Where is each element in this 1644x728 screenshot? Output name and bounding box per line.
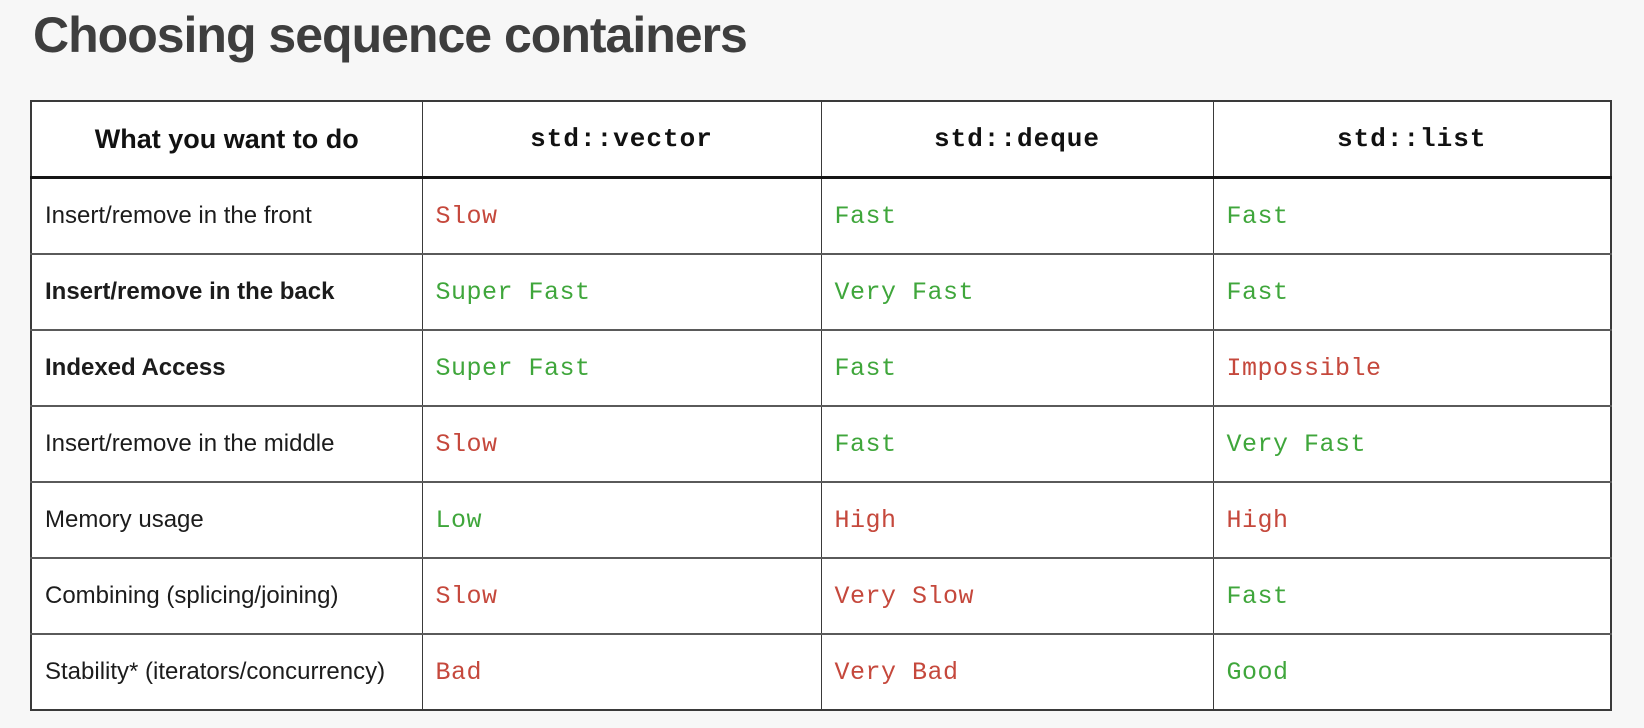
row-label: Insert/remove in the back xyxy=(31,253,422,330)
comparison-table: What you want to do std::vector std::deq… xyxy=(30,100,1612,711)
column-header-task: What you want to do xyxy=(31,101,422,179)
rating-cell: Bad xyxy=(421,633,821,710)
rating-cell: Low xyxy=(421,481,821,558)
row-label: Stability* (iterators/concurrency) xyxy=(31,633,422,710)
rating-cell: Super Fast xyxy=(421,253,821,330)
rating-cell: Very Slow xyxy=(820,557,1213,634)
row-label: Insert/remove in the middle xyxy=(31,405,422,482)
page-title: Choosing sequence containers xyxy=(33,7,748,63)
rating-cell: Slow xyxy=(421,557,821,634)
rating-cell: High xyxy=(820,481,1213,558)
rating-cell: Impossible xyxy=(1212,329,1611,406)
rating-cell: Fast xyxy=(820,329,1213,406)
container-comparison-table: What you want to do std::vector std::deq… xyxy=(30,100,1612,711)
rating-cell: Very Fast xyxy=(1212,405,1611,482)
rating-cell: Fast xyxy=(820,177,1213,254)
row-label: Insert/remove in the front xyxy=(31,177,422,254)
column-header-list: std::list xyxy=(1212,101,1611,179)
row-label: Memory usage xyxy=(31,481,422,558)
table-header: What you want to do std::vector std::deq… xyxy=(31,101,1611,179)
rating-cell: High xyxy=(1212,481,1611,558)
rating-cell: Fast xyxy=(1212,177,1611,254)
rating-cell: Very Bad xyxy=(820,633,1213,710)
rating-cell: Super Fast xyxy=(421,329,821,406)
row-label: Indexed Access xyxy=(31,329,422,406)
row-label: Combining (splicing/joining) xyxy=(31,557,422,634)
rating-cell: Slow xyxy=(421,405,821,482)
rating-cell: Slow xyxy=(421,177,821,254)
rating-cell: Fast xyxy=(820,405,1213,482)
column-header-deque: std::deque xyxy=(820,101,1213,179)
rating-cell: Very Fast xyxy=(820,253,1213,330)
rating-cell: Fast xyxy=(1212,557,1611,634)
rating-cell: Good xyxy=(1212,633,1611,710)
column-header-vector: std::vector xyxy=(421,101,821,179)
header-row: What you want to do std::vector std::deq… xyxy=(31,101,1611,179)
rating-cell: Fast xyxy=(1212,253,1611,330)
